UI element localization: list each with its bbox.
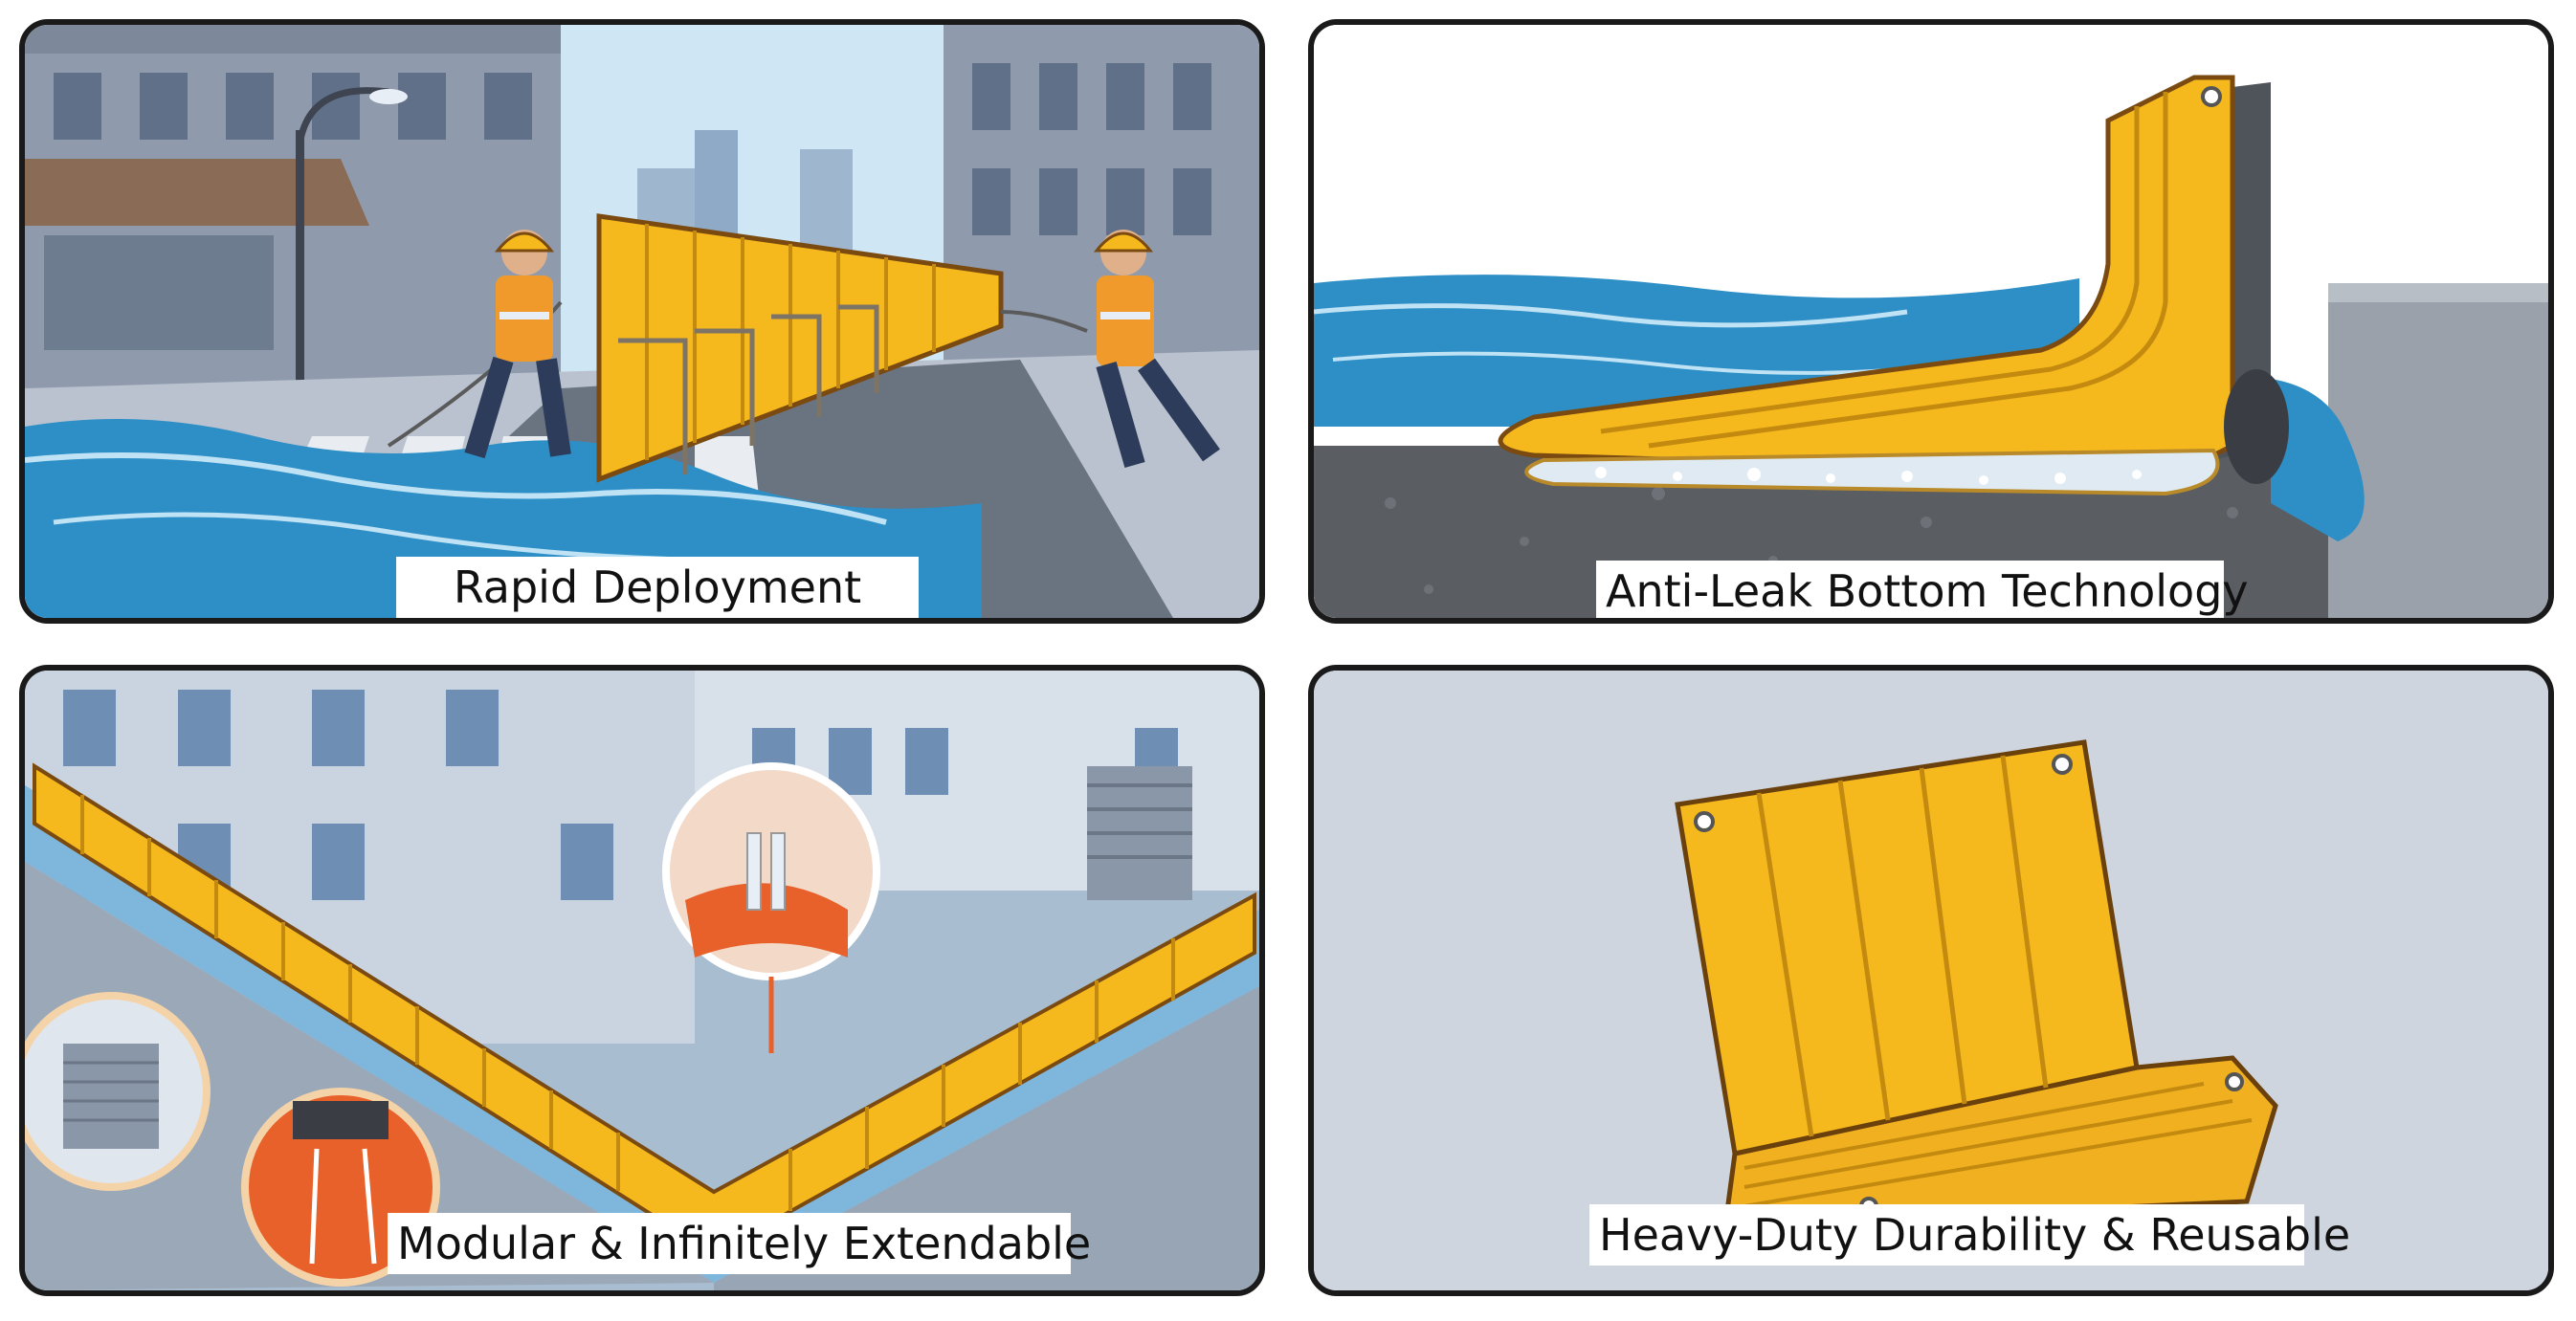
panel-anti-leak: Anti-Leak Bottom Technology xyxy=(1308,19,2554,624)
caption-anti-leak: Anti-Leak Bottom Technology xyxy=(1596,561,2249,618)
anti-leak-barrier-section-illustration xyxy=(1314,25,2548,618)
panel-rapid-deployment: Rapid Deployment xyxy=(19,19,1265,624)
caption-heavy-duty: Heavy-Duty Durability & Reusable xyxy=(1589,1204,2350,1266)
caption-rapid-deployment: Rapid Deployment xyxy=(396,557,919,618)
modular-barrier-street-illustration xyxy=(25,671,1259,1290)
flood-barrier-deployment-illustration xyxy=(25,25,1259,618)
panel-heavy-duty: Heavy-Duty Durability & Reusable xyxy=(1308,665,2554,1296)
panel-modular: Modular & Infinitely Extendable xyxy=(19,665,1265,1296)
caption-modular: Modular & Infinitely Extendable xyxy=(388,1213,1091,1274)
folded-barrier-panel-illustration xyxy=(1314,671,2548,1290)
